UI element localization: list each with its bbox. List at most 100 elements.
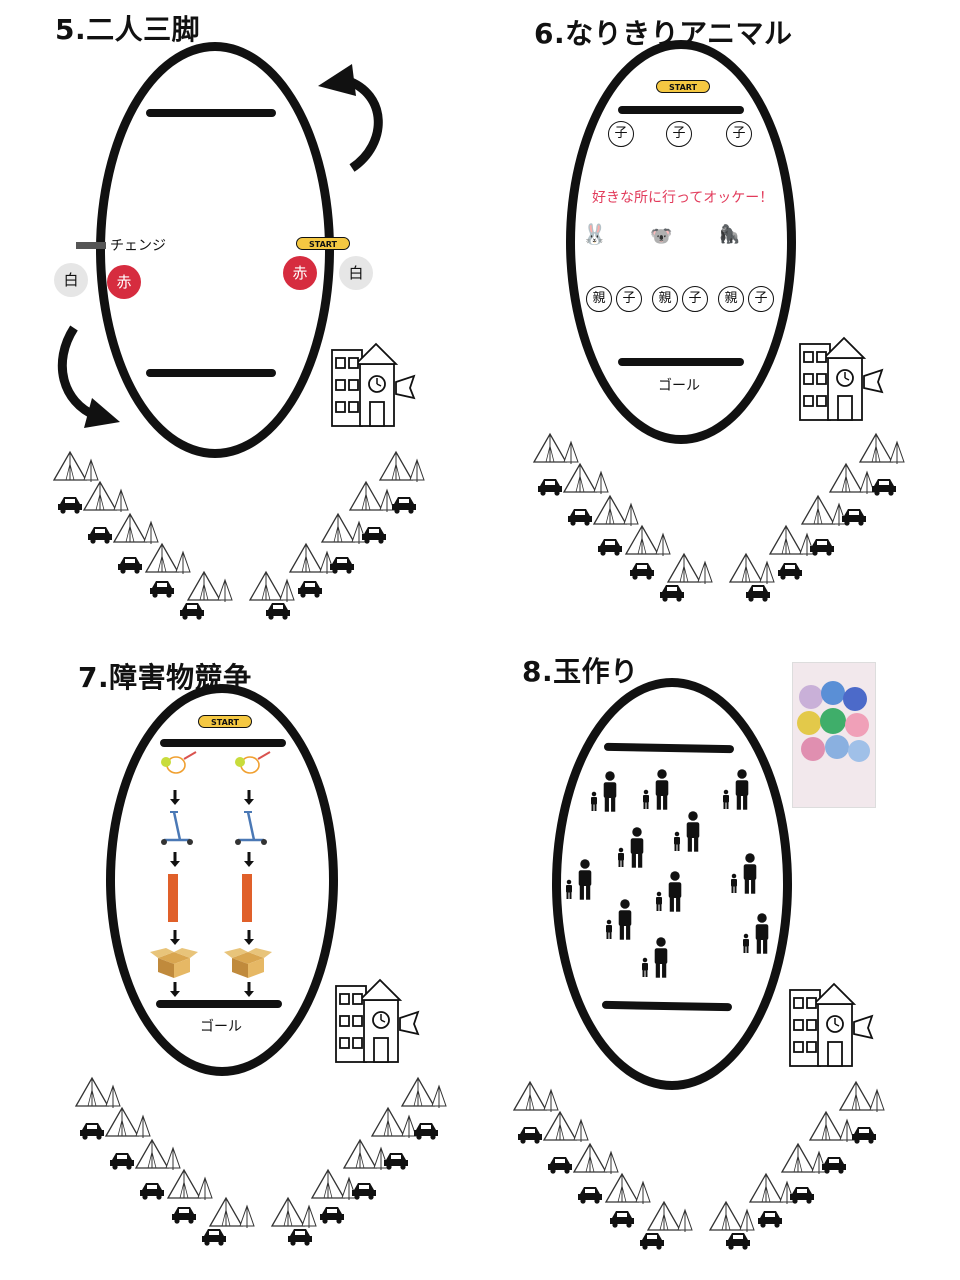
tent-icon	[512, 1080, 559, 1112]
car-icon	[362, 527, 386, 544]
white-team-runner: 白	[339, 256, 373, 290]
car-icon	[266, 603, 290, 620]
tent-icon	[400, 1076, 447, 1108]
parent-child-icon	[566, 859, 592, 900]
tent-icon	[604, 1172, 651, 1204]
car-icon	[288, 1229, 312, 1246]
car-icon	[822, 1157, 846, 1174]
tent-icon	[858, 432, 905, 464]
cardboard-box-icon	[150, 948, 198, 978]
parent-child-icon	[591, 771, 617, 812]
school-building-icon	[335, 978, 420, 1063]
car-icon	[758, 1211, 782, 1228]
goal-label: ゴール	[658, 378, 700, 394]
down-arrow-icon	[244, 790, 254, 805]
car-icon	[568, 509, 592, 526]
tent-icon	[532, 432, 579, 464]
panel-tamazukuri: 8.玉作り	[480, 640, 960, 1280]
goal-line	[156, 1000, 282, 1008]
goal-line	[618, 358, 744, 366]
car-icon	[320, 1207, 344, 1224]
finish-line	[146, 369, 276, 377]
paper-balls-image	[797, 681, 870, 762]
car-icon	[352, 1183, 376, 1200]
koala-icon: 🐨	[650, 226, 673, 247]
car-icon	[110, 1153, 134, 1170]
car-icon	[842, 509, 866, 526]
tent-icon	[748, 1172, 795, 1204]
panel-nininsankyaku: 5.二人三脚 START チェンジ 白 赤 赤 白	[0, 0, 480, 640]
panel-title: 8.玉作り	[522, 655, 639, 688]
car-icon	[180, 603, 204, 620]
tent-icon	[52, 450, 99, 482]
car-icon	[790, 1187, 814, 1204]
parent-child-icon	[674, 811, 700, 852]
car-icon	[630, 563, 654, 580]
parents-and-children	[566, 769, 769, 978]
parent-child-icon	[643, 769, 669, 810]
down-arrow-icon	[244, 852, 254, 867]
down-arrow-icon	[170, 852, 180, 867]
parent-child-icon	[606, 899, 632, 940]
gorilla-icon: 🦍	[718, 224, 741, 245]
tent-icon	[838, 1080, 885, 1112]
parent-token: 親	[718, 286, 744, 312]
curved-arrow-icon	[57, 325, 120, 428]
car-icon	[778, 563, 802, 580]
down-arrow-icon	[244, 982, 254, 997]
tent-icon	[342, 1138, 389, 1170]
tent-icon	[186, 570, 233, 602]
car-icon	[852, 1127, 876, 1144]
kid-token: 子	[726, 121, 752, 147]
balance-beam-obstacle	[168, 874, 178, 922]
tent-icon	[82, 480, 129, 512]
down-arrow-icon	[170, 982, 180, 997]
parent-child-icon	[656, 871, 682, 912]
tent-icon	[800, 494, 847, 526]
car-icon	[548, 1157, 572, 1174]
tent-icon	[828, 462, 875, 494]
tent-icon	[166, 1168, 213, 1200]
kick-scooter-icon	[161, 811, 193, 845]
obstacle-lane	[224, 751, 272, 997]
kid-token: 子	[608, 121, 634, 147]
tent-icon	[270, 1196, 317, 1228]
car-icon	[414, 1123, 438, 1140]
panel-obstacle-race: 7.障害物競争 START ゴール	[0, 640, 480, 1280]
tent-icon	[320, 512, 367, 544]
start-line	[618, 106, 744, 114]
car-icon	[58, 497, 82, 514]
change-label: チェンジ	[110, 238, 166, 254]
car-icon	[150, 581, 174, 598]
change-marker	[76, 242, 106, 249]
rabbit-icon: 🐰	[582, 222, 607, 246]
car-icon	[80, 1123, 104, 1140]
tent-icon	[646, 1200, 693, 1232]
car-icon	[392, 497, 416, 514]
car-icon	[578, 1187, 602, 1204]
kid-token: 子	[748, 286, 774, 312]
parent-child-icon	[723, 769, 749, 810]
car-icon	[88, 527, 112, 544]
car-icon	[660, 585, 684, 602]
parent-child-icon	[642, 937, 668, 978]
white-team-runner: 白	[54, 263, 88, 297]
parent-child-icon	[731, 853, 757, 894]
car-icon	[518, 1127, 542, 1144]
tent-icon	[104, 1106, 151, 1138]
down-arrow-icon	[244, 930, 254, 945]
tent-icon	[572, 1142, 619, 1174]
tent-icon	[288, 542, 335, 574]
campground	[512, 1080, 885, 1250]
tent-icon	[542, 1110, 589, 1142]
tent-icon	[208, 1196, 255, 1228]
badminton-racket-icon	[161, 751, 197, 774]
tent-icon	[666, 552, 713, 584]
cardboard-box-icon	[224, 948, 272, 978]
car-icon	[538, 479, 562, 496]
car-icon	[810, 539, 834, 556]
car-icon	[330, 557, 354, 574]
tent-icon	[248, 570, 295, 602]
balance-beam-obstacle	[242, 874, 252, 922]
car-icon	[726, 1233, 750, 1250]
